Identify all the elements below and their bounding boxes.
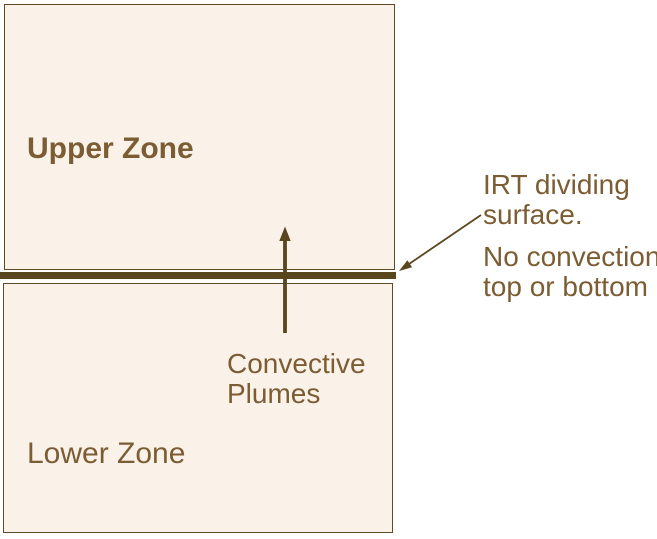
lower-zone-box: [3, 283, 393, 533]
upper-zone-label: Upper Zone: [27, 132, 194, 165]
irt-dividing-surface-note: IRT dividing surface.: [483, 169, 630, 230]
lower-zone-label: Lower Zone: [27, 437, 186, 470]
irt-dividing-surface-line: [0, 272, 396, 279]
pointer-arrow-icon: [399, 214, 482, 271]
upper-zone-box: [4, 4, 395, 270]
convective-plumes-label: Convective Plumes: [227, 348, 366, 409]
no-convection-note: No convection top or bottom: [483, 241, 657, 302]
